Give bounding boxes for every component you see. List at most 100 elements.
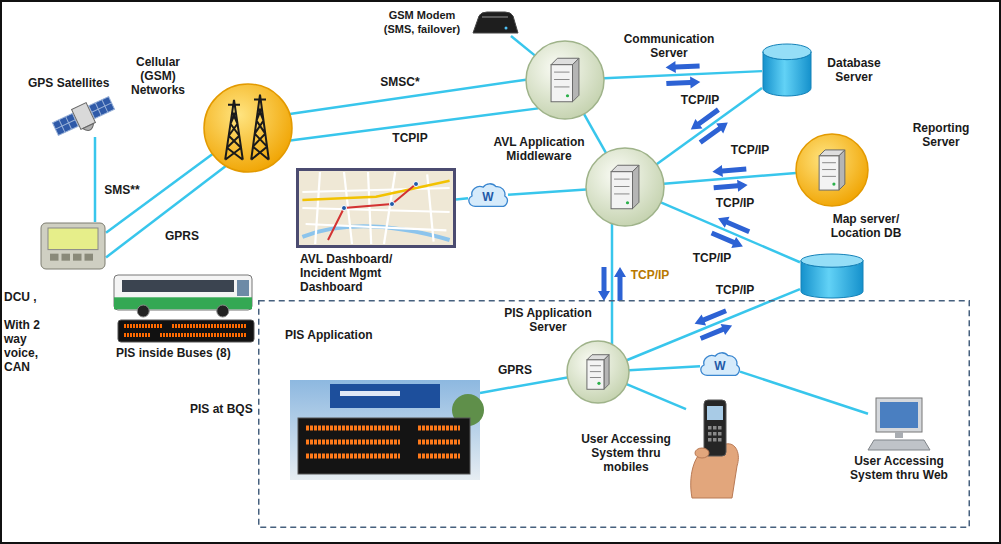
server-circle: PIS Application Server: [566, 340, 630, 404]
server-led: [832, 182, 835, 185]
node-label: PIS inside Buses (8): [116, 346, 231, 360]
edge-label: TCP/IP: [629, 268, 672, 282]
node-label: PIS Application: [285, 328, 373, 342]
led-row: [124, 324, 162, 328]
edge-label: TCP/IP: [729, 143, 772, 157]
server-outline: [525, 40, 605, 120]
led-row: [418, 454, 460, 459]
device-screen: [48, 228, 98, 250]
modem-led: [505, 27, 508, 30]
device-button: [85, 254, 94, 261]
server-front: [551, 65, 572, 102]
modem-outline: [470, 10, 520, 36]
connector-line: [740, 372, 868, 414]
cylinder-top: [763, 44, 811, 60]
device-outline: [40, 222, 106, 270]
connector: [584, 114, 606, 153]
direction-arrow: [700, 324, 732, 341]
led-board: [298, 418, 470, 474]
direction-arrow: [718, 217, 750, 234]
panel-grid: [92, 103, 112, 112]
server-slot: [590, 365, 601, 366]
connector: [480, 377, 567, 393]
node-label: W: [714, 359, 725, 373]
billboard: [330, 384, 440, 408]
bus-wheel: [137, 305, 149, 317]
phone-key: [713, 438, 717, 442]
node-label: Database Server: [816, 56, 892, 84]
node-label: Communication Server: [613, 32, 725, 60]
map-marker: [390, 202, 395, 207]
node-label: W: [482, 190, 493, 204]
connector: [511, 36, 535, 55]
connector: [508, 190, 586, 195]
cylinder-outline: [800, 254, 864, 298]
satellite-outline: [52, 95, 115, 137]
connector: [456, 198, 468, 199]
map-street: [368, 172, 371, 244]
phone-body: [704, 400, 726, 456]
dashed-region: PIS ApplicationPIS Application ServerPIS…: [258, 300, 970, 528]
map-street: [306, 224, 447, 230]
map-frame: [298, 170, 455, 247]
node-circle: [204, 84, 292, 172]
edge-label: TCP/IP: [691, 251, 734, 265]
direction-arrow: [598, 267, 610, 301]
node-circle: [526, 41, 604, 119]
monitor: [876, 398, 922, 432]
phone-key: [708, 438, 712, 442]
satellite-icon: GPS Satellites: [52, 95, 115, 137]
network-cloud: W: [700, 352, 740, 378]
database-cylinder: Database Server: [762, 44, 812, 96]
solar-panel: [52, 113, 78, 135]
connector-line: [664, 173, 796, 184]
modem-highlight: [482, 16, 508, 18]
node-label: With 2 way voice, CAN: [4, 318, 58, 374]
node-label: User Accessing System thru mobiles: [570, 432, 682, 474]
bus-windows: [122, 280, 234, 292]
edge-label: TCP/IP: [714, 283, 757, 297]
led-row: [418, 426, 460, 431]
server-led: [626, 201, 629, 204]
server-slot: [590, 371, 601, 372]
server-front: [819, 156, 839, 190]
connector-line: [584, 114, 606, 153]
server-slot: [614, 179, 629, 180]
dashed-border: [259, 301, 970, 528]
device-button: [62, 254, 71, 261]
server-side: [839, 150, 845, 190]
connector: [106, 166, 226, 257]
bus-band: [114, 297, 252, 309]
connector: [664, 165, 796, 192]
connector: [95, 137, 96, 222]
device-case: [41, 223, 105, 269]
mobile-phone: User Accessing System thru mobiles: [686, 398, 742, 498]
led-row: [418, 440, 460, 445]
server-slot: [614, 193, 629, 194]
connector-line: [627, 289, 800, 360]
bus-windshield: [237, 280, 249, 296]
direction-arrow: [711, 231, 743, 248]
led-display: [118, 320, 254, 342]
led-row: [124, 333, 150, 337]
server-front: [611, 172, 632, 209]
node-label: PIS at BQS: [190, 402, 253, 416]
connector-group: [95, 36, 868, 414]
map-outline: [296, 168, 456, 248]
connector-line: [604, 71, 762, 78]
node-circle: [567, 341, 629, 403]
bus-outline: [112, 272, 254, 318]
map-highway: [302, 181, 449, 200]
direction-arrow: [712, 165, 746, 177]
connector: [627, 289, 800, 360]
keyboard: [868, 440, 930, 450]
dcu-device: DCU ,With 2 way voice, CAN: [40, 222, 106, 270]
server-front: [587, 360, 604, 389]
connector-line: [629, 366, 700, 370]
dashboard-screen: AVL Dashboard/ Incident Mgmt Dashboard: [296, 168, 456, 248]
bqs-outline: [290, 380, 480, 480]
tower-lattice: [225, 100, 243, 160]
server-led: [597, 382, 600, 385]
